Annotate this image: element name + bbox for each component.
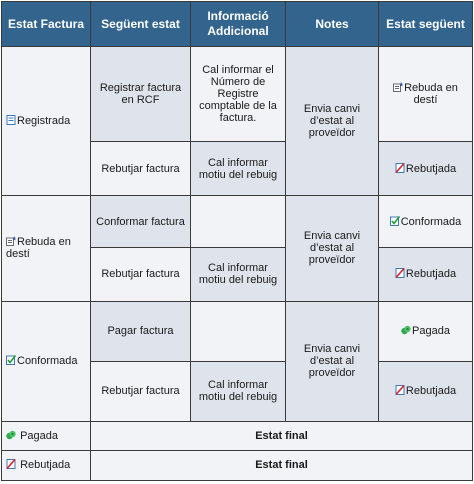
state-cell-rebuda: Rebuda en destí — [1, 195, 91, 302]
next-state-label: Pagada — [412, 325, 450, 338]
final-state-cell: Estat final — [90, 449, 473, 482]
info-cell — [190, 300, 286, 362]
action-cell: Registrar factura en RCF — [90, 45, 191, 143]
rejected-icon — [395, 268, 405, 279]
next-state-label: Rebutjada — [405, 162, 457, 175]
rejected-icon — [6, 459, 16, 470]
notes-cell: Envia canvi d’estat al proveïdor — [285, 45, 379, 197]
paid-icon — [401, 325, 411, 335]
state-cell-pagada: Pagada — [1, 420, 91, 451]
received-icon — [393, 82, 404, 93]
next-state-cell: Rebutjada — [378, 247, 473, 302]
info-cell — [190, 195, 286, 249]
state-label: Conformada — [17, 355, 78, 368]
table-row: Rebutjar factura Cal informar motiu del … — [2, 360, 473, 422]
action-cell: Conformar factura — [90, 195, 191, 249]
state-label: Rebutjada — [20, 459, 71, 472]
header-estat-factura: Estat Factura — [1, 1, 91, 47]
info-cell: Cal informar motiu del rebuig — [190, 247, 286, 302]
action-cell: Rebutjar factura — [90, 141, 191, 197]
rejected-icon — [395, 162, 405, 173]
info-cell: Cal informar motiu del rebuig — [190, 141, 286, 197]
action-cell: Rebutjar factura — [90, 247, 191, 302]
next-state-label: Conformada — [400, 215, 462, 228]
table-row: Conformada Pagar factura Envia canvi d’e… — [1, 300, 473, 422]
next-state-label: Rebuda en destí — [404, 82, 458, 107]
received-icon — [6, 236, 16, 247]
rejected-icon — [395, 385, 405, 396]
info-cell: Cal informar el Número de Registre compt… — [190, 45, 286, 143]
notes-cell: Envia canvi d’estat al proveïdor — [285, 300, 379, 422]
table-row: Rebuda en destí Conformar factura Envia … — [1, 195, 473, 302]
table-row: Rebutjar factura Cal informar motiu del … — [2, 247, 473, 302]
state-label: Rebuda en destí — [6, 236, 71, 261]
next-state-cell: Conformada — [378, 195, 473, 249]
conformed-icon — [389, 215, 400, 226]
next-state-cell: Rebutjada — [378, 360, 473, 422]
action-cell: Pagar factura — [90, 300, 191, 362]
state-label: Pagada — [20, 429, 58, 442]
next-state-cell: Rebuda en destí — [378, 45, 473, 143]
next-state-label: Rebutjada — [405, 268, 457, 281]
table-row: Rebutjada Estat final — [1, 449, 473, 482]
header-row: Estat Factura Següent estat Informació A… — [1, 1, 473, 47]
table-row: Registrada Registrar factura en RCF Cal … — [1, 45, 473, 197]
notes-cell: Envia canvi d’estat al proveïdor — [285, 195, 379, 302]
table-row: Rebutjar factura Cal informar motiu del … — [2, 141, 473, 197]
action-cell: Rebutjar factura — [90, 360, 191, 422]
next-state-cell: Rebutjada — [378, 141, 473, 197]
document-icon — [6, 115, 16, 126]
header-seguent-estat: Següent estat — [90, 1, 191, 47]
next-state-cell: Pagada — [378, 300, 473, 362]
info-cell: Cal informar motiu del rebuig — [190, 360, 286, 422]
state-cell-registrada: Registrada — [1, 45, 91, 197]
next-state-label: Rebutjada — [405, 385, 457, 398]
header-estat-seguent: Estat següent — [378, 1, 473, 47]
header-notes: Notes — [285, 1, 379, 47]
final-state-cell: Estat final — [90, 420, 473, 451]
state-cell-conformada: Conformada — [1, 300, 91, 422]
conformed-icon — [6, 355, 16, 366]
state-cell-rebutjada: Rebutjada — [1, 449, 91, 482]
paid-icon — [6, 430, 16, 440]
table-row: Pagada Estat final — [1, 420, 473, 451]
header-informacio-addicional: Informació Addicional — [190, 1, 286, 47]
state-label: Registrada — [17, 115, 71, 128]
